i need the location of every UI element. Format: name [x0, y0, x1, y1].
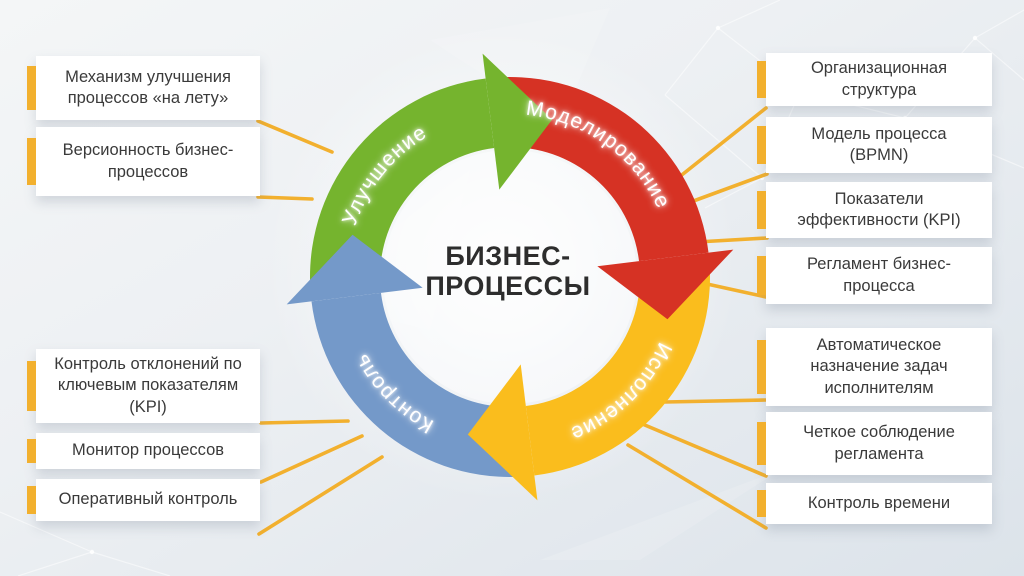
card-text: Показатели эффективности (KPI) [797, 189, 961, 229]
connector-line [676, 106, 768, 180]
card-text: Контроль отклонений по ключевым показате… [54, 355, 242, 416]
card-improvement-mechanism: Механизм улучшения процессов «на лету» [27, 56, 260, 120]
card-text: Регламент бизнес-процесса [807, 255, 951, 295]
center-title-line2: ПРОЦЕССЫ [425, 271, 591, 302]
cycle-inner-disc [383, 150, 637, 404]
card-kpi-deviation-control: Контроль отклонений по ключевым показате… [27, 349, 260, 423]
card-time-control: Контроль времени [757, 483, 992, 524]
accent-bar [757, 489, 766, 518]
card-text: Механизм улучшения процессов «на лету» [65, 67, 231, 107]
connector-line [257, 455, 384, 536]
accent-bar [27, 66, 36, 110]
card-text: Оперативный контроль [58, 490, 238, 509]
card-process-monitor: Монитор процессов [27, 433, 260, 469]
card-versioning: Версионность бизнес-процессов [27, 127, 260, 196]
card-process-model-bpmn: Модель процесса (BPMN) [757, 117, 992, 173]
card-text: Монитор процессов [71, 441, 225, 460]
connector-line [705, 282, 768, 299]
card-regulation-compliance: Четкое соблюдение регламента [757, 412, 992, 475]
card-text: Контроль времени [807, 493, 951, 512]
center-title-line1: БИЗНЕС- [445, 241, 571, 271]
connector-line [626, 443, 768, 530]
card-text: Четкое соблюдение регламента [803, 423, 955, 463]
card-org-structure: Организационная структура [757, 53, 992, 106]
card-text: Версионность бизнес-процессов [62, 141, 234, 181]
card-text: Организационная структура [810, 59, 948, 99]
card-text: Автоматическое назначение задач исполнит… [810, 336, 948, 397]
connector-line [638, 421, 768, 478]
accent-bar [757, 422, 766, 465]
connector-line [256, 119, 334, 154]
connector-line [695, 236, 769, 244]
process-cycle-diagram: Улучшение Моделирование Исполнение Контр… [286, 53, 734, 501]
accent-bar [757, 340, 766, 394]
accent-bar [757, 61, 766, 98]
accent-bar [27, 438, 36, 464]
card-process-regulation: Регламент бизнес-процесса [757, 247, 992, 304]
accent-bar [27, 138, 36, 185]
accent-bar [757, 190, 766, 230]
card-kpi-indicators: Показатели эффективности (KPI) [757, 182, 992, 238]
card-operational-control: Оперативный контроль [27, 479, 260, 521]
connector-line [259, 419, 350, 425]
accent-bar [757, 256, 766, 295]
connector-line [259, 434, 364, 484]
accent-bar [27, 485, 36, 515]
accent-bar [757, 125, 766, 165]
connector-line [686, 172, 769, 205]
accent-bar [27, 360, 36, 412]
connector-line [256, 195, 314, 201]
connector-line [663, 398, 768, 404]
card-auto-task-assignment: Автоматическое назначение задач исполнит… [757, 328, 992, 406]
card-text: Модель процесса (BPMN) [811, 124, 947, 164]
center-title: БИЗНЕС- ПРОЦЕССЫ [392, 241, 624, 301]
